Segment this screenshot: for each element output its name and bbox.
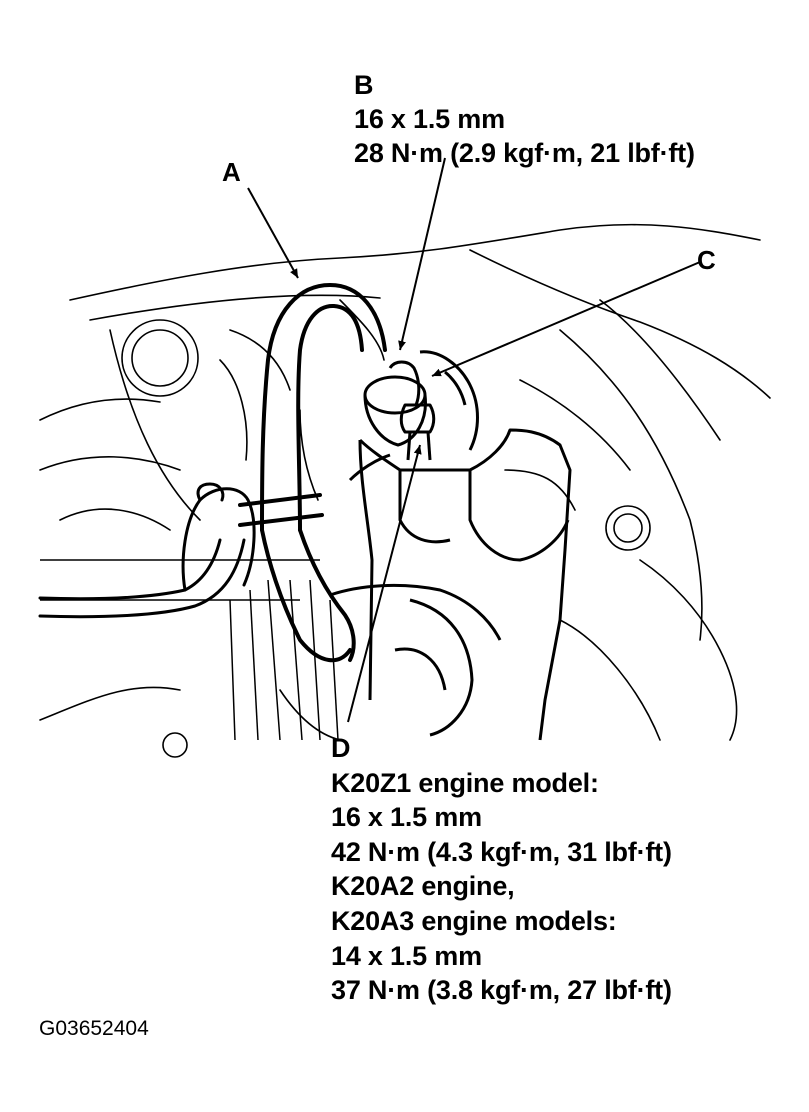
leader-lines xyxy=(247,157,701,723)
callout-b-line-1: 16 x 1.5 mm xyxy=(354,104,505,134)
pipe-a xyxy=(238,283,387,663)
leader-b xyxy=(398,157,446,351)
leader-a xyxy=(247,187,299,279)
callout-a-letter: A xyxy=(222,157,241,187)
callout-d-line-6: 14 x 1.5 mm xyxy=(331,940,482,971)
callout-b-line-2: 28 N·m (2.9 kgf·m, 21 lbf·ft) xyxy=(354,138,695,168)
callout-b: B 16 x 1.5 mm 28 N·m (2.9 kgf·m, 21 lbf·… xyxy=(354,72,695,174)
callout-d-line-5: K20A3 engine models: xyxy=(331,905,617,936)
callout-d-line-3: 42 N·m (4.3 kgf·m, 31 lbf·ft) xyxy=(331,836,672,867)
engine-background xyxy=(39,223,771,758)
leader-c xyxy=(431,261,701,377)
callout-d-letter: D xyxy=(331,733,351,763)
left-hose xyxy=(38,482,256,619)
callout-d-line-1: K20Z1 engine model: xyxy=(331,767,599,798)
callout-d-line-7: 37 N·m (3.8 kgf·m, 27 lbf·ft) xyxy=(331,975,672,1006)
figure-code: G03652404 xyxy=(39,1017,149,1040)
fitting-area xyxy=(363,350,479,461)
pump-body xyxy=(329,428,572,741)
callout-b-letter: B xyxy=(354,70,374,100)
callout-d-line-2: 16 x 1.5 mm xyxy=(331,802,482,833)
callout-c-letter: C xyxy=(697,245,716,275)
callout-d-line-4: K20A2 engine, xyxy=(331,871,515,902)
leader-d xyxy=(347,444,422,723)
callout-d: D K20Z1 engine model: 16 x 1.5 mm 42 N·m… xyxy=(331,735,672,1012)
